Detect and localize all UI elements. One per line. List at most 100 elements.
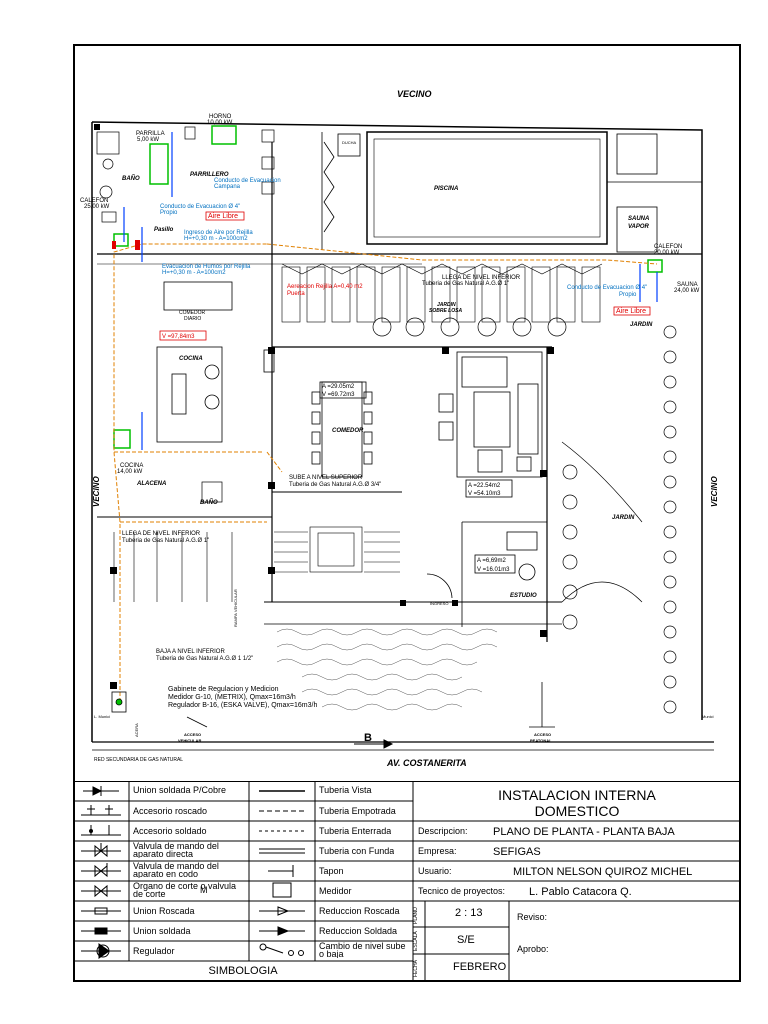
- legend-item-7: Union Roscada: [133, 907, 195, 916]
- usuario-label: Usuario:: [418, 867, 452, 876]
- legend-col2-5: Tapon: [319, 867, 344, 876]
- cocina-label: COCINA: [179, 356, 203, 362]
- kitchen: [156, 281, 275, 443]
- evac-humos-line2: H=+0,30 m - A=100cm2: [162, 270, 226, 276]
- usuario-value: MILTON NELSON QUIROZ MICHEL: [513, 866, 693, 878]
- organo-corte-icon: [81, 884, 121, 898]
- parrilla-kw: 5,00 kW: [137, 137, 159, 143]
- valvula-codo-icon: [81, 863, 121, 878]
- north-neighbor-label: VECINO: [397, 89, 432, 99]
- reviso-label: Reviso:: [517, 913, 548, 922]
- comedor-diario-label1: COMEDOR: [179, 310, 206, 316]
- calefon2-kw: 20,00 kW: [654, 250, 680, 256]
- reduccion-soldada-icon: [259, 926, 305, 936]
- study: [426, 531, 538, 599]
- legend-item-9: Regulador: [133, 947, 175, 956]
- llega-nivel2-line1: LLEGA DE NIVEL INFERIOR: [122, 531, 201, 537]
- ingreso-label: INGRESO: [430, 601, 448, 606]
- tecnico-label: Tecnico de proyectos:: [418, 887, 506, 896]
- pasillo-label: Pasillo: [154, 227, 174, 233]
- garden-texture: [276, 628, 498, 711]
- exterior-walls: [91, 121, 714, 751]
- sauna-vapor-label1: SAUNA: [628, 216, 649, 222]
- gabinete-line3: Regulador B-16, (ESKA VALVE), Qmax=16m3/…: [168, 702, 317, 709]
- calefon1-kw: 25,00 kW: [84, 204, 110, 210]
- empresa-label: Empresa:: [418, 847, 457, 856]
- alacena-label: ALACENA: [136, 481, 166, 487]
- living-room: [438, 351, 543, 478]
- union-soldada-icon: [81, 927, 121, 935]
- gas-meter: [111, 682, 555, 728]
- acceso-peatonal1: ACCESO: [534, 732, 551, 737]
- comedor-diario-label2: DIARIO: [184, 316, 201, 322]
- grill-appliances: [113, 125, 663, 449]
- sube-nivel-line2: Tuberia de Gas Natural A.G.Ø 3/4": [289, 482, 381, 488]
- rejilla-puerta-line2: Puerta: [287, 291, 305, 297]
- accesorio-soldado-icon: [81, 825, 121, 836]
- gas-network-label: RED SECUNDARIA DE GAS NATURAL: [94, 757, 183, 763]
- legend-footer: SIMBOLOGIA: [208, 965, 278, 977]
- west-neighbor-label: VECINO: [92, 476, 101, 507]
- baja-nivel-line1: BAJA A NIVEL INFERIOR: [156, 649, 225, 655]
- accesorio-roscado-icon: [81, 805, 121, 816]
- area-comedor: A =29.05m2: [322, 384, 355, 390]
- escala-value: S/E: [457, 934, 475, 946]
- jardin2-label: JARDIN: [612, 515, 635, 521]
- reduccion-roscada-icon: [259, 906, 305, 916]
- parrilla-label: PARRILLA: [136, 131, 165, 137]
- medidor-left: L. Munici: [94, 714, 110, 719]
- sauna-rooms: [607, 133, 702, 253]
- pergola: [281, 263, 603, 323]
- section-b-arrow: [354, 739, 394, 749]
- ingreso-aire-line1: Ingreso de Aire por Rejilla: [184, 230, 253, 236]
- section-marker: B: [364, 732, 372, 744]
- vent-ducts: [123, 132, 658, 450]
- area-estudio: A =6,69m2: [477, 558, 507, 564]
- legend-item-6: Organo de corte o valvula de corte: [133, 882, 237, 898]
- pool-label: PISCINA: [434, 186, 458, 192]
- volumen-estudio: V =16.01m3: [477, 567, 510, 573]
- jardin-losa-label2: SOBRE LOSA: [429, 308, 462, 314]
- volumen-comedor: V =69.72m3: [322, 392, 355, 398]
- acceso-vehicular1: ACCESO: [184, 732, 201, 737]
- volumen-cocina: V =97,84m3: [162, 334, 195, 340]
- fecha-value: FEBRERO: [453, 961, 507, 973]
- bath2-label: BAÑO: [200, 499, 218, 506]
- legend-col2-7: Reduccion Roscada: [319, 907, 400, 916]
- descripcion-label: Descripcion:: [418, 827, 468, 836]
- legend-col2-2: Tuberia Empotrada: [319, 807, 396, 816]
- legend-item-2: Accesorio roscado: [133, 807, 208, 816]
- comedor-label: COMEDOR: [332, 428, 364, 434]
- conducto3-line2: Propio: [619, 292, 637, 298]
- legend-col2-1: Tuberia Vista: [319, 786, 372, 795]
- regulador-icon: [81, 943, 121, 959]
- tecnico-value: L. Pablo Catacora Q.: [529, 886, 632, 898]
- sauna-label: SAUNA: [677, 282, 698, 288]
- title-line1: INSTALACION INTERNA: [498, 787, 656, 803]
- medidor-icon: [272, 882, 292, 898]
- title-line2: DOMESTICO: [534, 803, 620, 819]
- conducto1-line2: Campana: [214, 184, 241, 190]
- legend-col2-3: Tuberia Enterrada: [319, 827, 392, 836]
- evac-humos-line1: Evacuacion de Humos por Rejilla: [162, 264, 251, 270]
- cocina-ap-kw: 14,00 kW: [117, 469, 143, 475]
- estudio-label: ESTUDIO: [510, 593, 537, 599]
- union-roscada-icon: [81, 907, 121, 915]
- sube-nivel-line1: SUBE A NIVEL SUPERIOR: [289, 475, 363, 481]
- tapon-icon: [268, 865, 294, 877]
- descripcion-value: PLANO DE PLANTA - PLANTA BAJA: [493, 826, 675, 838]
- fecha-label: FECHA: [413, 960, 419, 977]
- valvula-directa-icon: [81, 843, 121, 858]
- conducto2-line2: Propio: [160, 210, 178, 216]
- gabinete-line1: Gabinete de Regulacion y Medicion: [168, 686, 279, 693]
- legend-item-1: Union soldada P/Cobre: [133, 786, 227, 795]
- medidor-right: Munici: [702, 714, 714, 719]
- ducha-label: DUCHA: [342, 140, 357, 145]
- ingreso-aire-line2: H=+0,30 m - A=100cm2: [184, 236, 248, 242]
- aprobo-label: Aprobo:: [517, 945, 549, 954]
- sauna-vapor-label2: VAPOR: [628, 224, 650, 230]
- floor-plan: VECINO VECINO VECINO AV. COSTANERITA B R…: [80, 89, 719, 768]
- jardin-losa-label1: JARDIN: [437, 302, 456, 308]
- conducto2-line1: Conducto de Evacuacion Ø 4": [160, 204, 240, 210]
- stairs: [113, 526, 400, 602]
